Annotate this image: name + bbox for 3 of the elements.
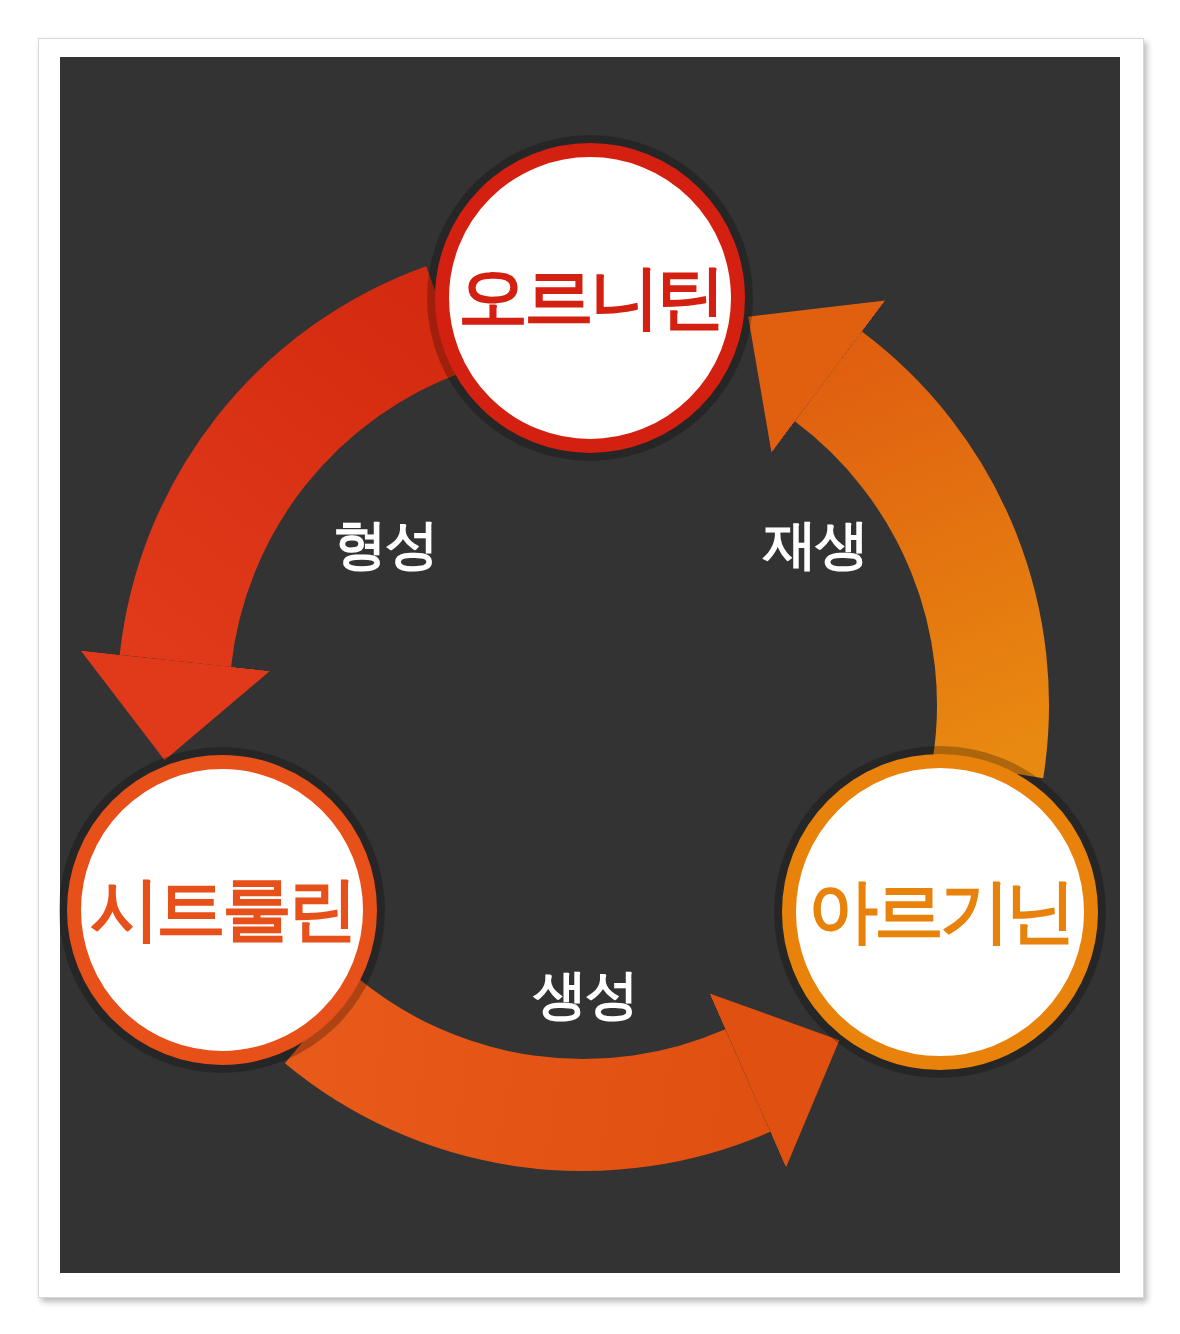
edge-label: 생성 — [533, 961, 637, 1028]
edge-label: 재생 — [763, 511, 867, 578]
edge-label: 형성 — [333, 511, 437, 578]
